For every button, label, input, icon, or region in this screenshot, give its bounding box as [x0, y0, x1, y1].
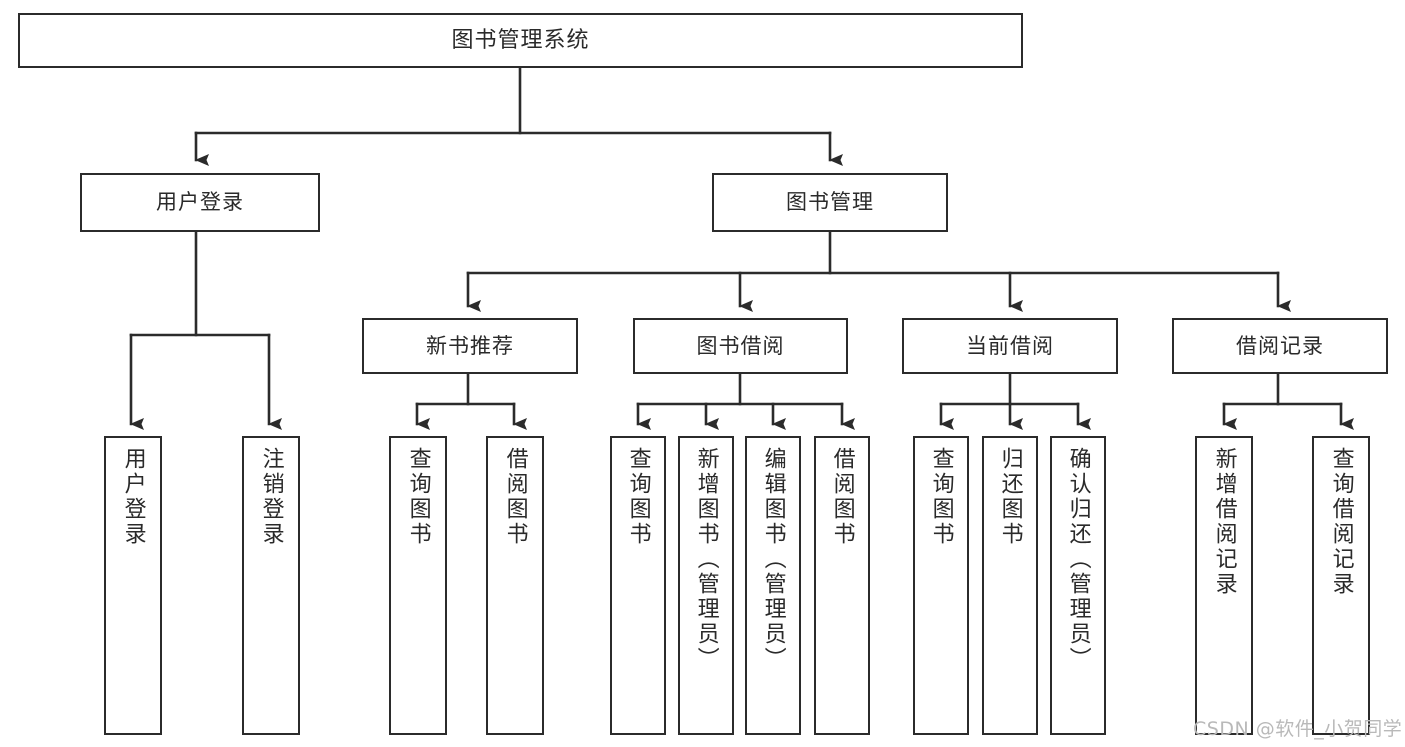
node-label: 用户登录: [156, 190, 244, 215]
node-label: 图书管理系统: [451, 27, 590, 53]
leaf-current-borrow-return-book[interactable]: 归还图书: [982, 436, 1038, 735]
node-label: 借阅图书: [829, 447, 855, 547]
leaf-new-book-borrow-book[interactable]: 借阅图书: [486, 436, 544, 735]
node-label: 确认归还（管理员）: [1065, 447, 1091, 672]
node-current-borrow[interactable]: 当前借阅: [902, 318, 1118, 374]
node-label: 注销登录: [258, 447, 284, 547]
node-label: 新书推荐: [426, 333, 514, 358]
leaf-book-borrow-edit-book-admin[interactable]: 编辑图书（管理员）: [745, 436, 801, 735]
leaf-borrow-record-query-record[interactable]: 查询借阅记录: [1312, 436, 1370, 735]
leaf-new-book-query-book[interactable]: 查询图书: [389, 436, 447, 735]
node-borrow-record[interactable]: 借阅记录: [1172, 318, 1388, 374]
leaf-current-borrow-confirm-return-admin[interactable]: 确认归还（管理员）: [1050, 436, 1106, 735]
node-label: 编辑图书（管理员）: [760, 447, 786, 672]
node-label: 图书管理: [786, 190, 874, 215]
node-user-login[interactable]: 用户登录: [80, 173, 320, 232]
node-book-borrow[interactable]: 图书借阅: [633, 318, 848, 374]
leaf-user-login-logout[interactable]: 注销登录: [242, 436, 300, 735]
csdn-watermark: CSDN @软件_小贺同学: [1193, 718, 1403, 740]
leaf-borrow-record-add-record[interactable]: 新增借阅记录: [1195, 436, 1253, 735]
node-label: 新增借阅记录: [1211, 447, 1237, 597]
node-label: 借阅记录: [1236, 333, 1324, 358]
node-new-book-recommend[interactable]: 新书推荐: [362, 318, 578, 374]
leaf-user-login-login[interactable]: 用户登录: [104, 436, 162, 735]
leaf-book-borrow-query-book[interactable]: 查询图书: [610, 436, 666, 735]
node-label: 用户登录: [120, 447, 146, 547]
node-label: 查询图书: [405, 447, 431, 547]
node-label: 查询图书: [928, 447, 954, 547]
node-label: 归还图书: [997, 447, 1023, 547]
node-label: 查询借阅记录: [1328, 447, 1354, 597]
leaf-book-borrow-add-book-admin[interactable]: 新增图书（管理员）: [678, 436, 734, 735]
leaf-current-borrow-query-book[interactable]: 查询图书: [913, 436, 969, 735]
node-label: 当前借阅: [966, 333, 1054, 358]
node-root-book-management-system[interactable]: 图书管理系统: [18, 13, 1023, 68]
node-label: 新增图书（管理员）: [693, 447, 719, 672]
node-label: 借阅图书: [502, 447, 528, 547]
node-label: 图书借阅: [696, 333, 785, 358]
node-book-management[interactable]: 图书管理: [712, 173, 948, 232]
node-label: 查询图书: [625, 447, 651, 547]
leaf-book-borrow-borrow-book[interactable]: 借阅图书: [814, 436, 870, 735]
